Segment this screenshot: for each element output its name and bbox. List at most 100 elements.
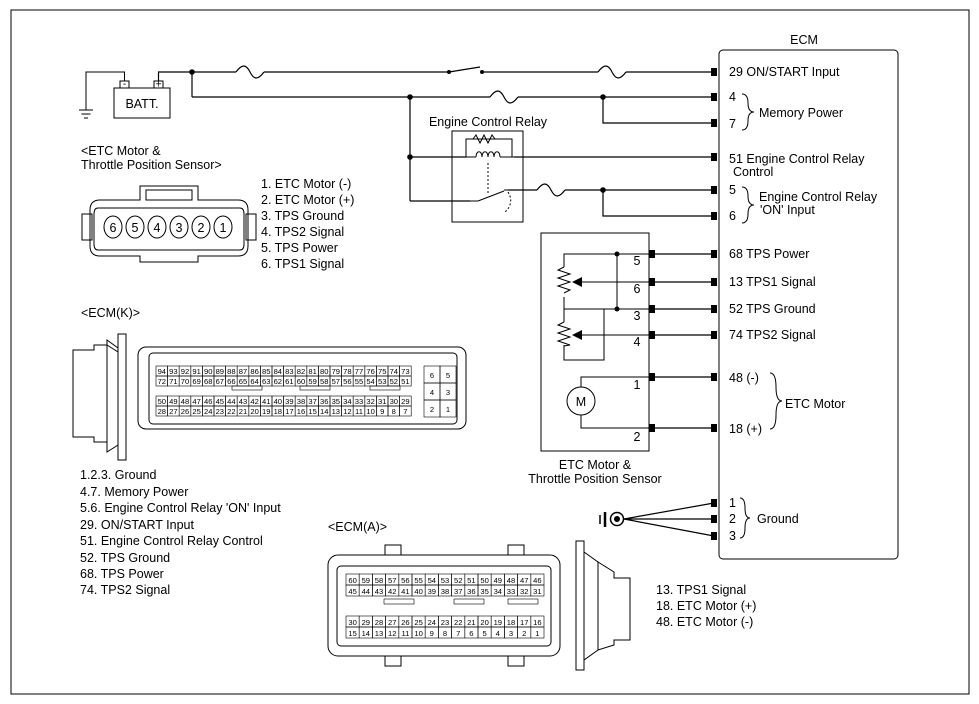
brace-icon [741, 93, 755, 131]
motor-symbol: M [576, 395, 586, 409]
ecm-k-pin-label: 13 [332, 407, 340, 416]
ecm-k-pin-label: 42 [250, 397, 258, 406]
etc-connector-view: <ETC Motor & Throttle Position Sensor> 6… [81, 144, 354, 271]
pin-13-tps1-signal: 13 TPS1 Signal [729, 275, 816, 289]
ecm-k-pin-label: 48 [181, 397, 189, 406]
ecm-k-legend-2: 4.7. Memory Power [80, 485, 188, 499]
ecm-a-pin-label: 57 [388, 576, 396, 585]
ecm-a-pin-label: 41 [401, 587, 409, 596]
ecm-k-pin-label: 91 [192, 367, 200, 376]
ecm-k-pin-label: 21 [239, 407, 247, 416]
ecm-k-side-pin-label: 3 [446, 388, 450, 397]
relay-label: Engine Control Relay [429, 115, 548, 129]
ecm-a-pin-label: 45 [348, 587, 356, 596]
ecm-k-pin-label: 78 [343, 367, 351, 376]
ecm-a-legend-1: 13. TPS1 Signal [656, 583, 746, 597]
ecm-k-pin-label: 23 [216, 407, 224, 416]
ecm-a-pin-label: 38 [441, 587, 449, 596]
ecm-k-pin-label: 36 [320, 397, 328, 406]
ecm-k-pin-label: 94 [158, 367, 166, 376]
pin-5: 5 [729, 183, 736, 197]
ecm-k-pin-label: 64 [250, 377, 258, 386]
ecm-k-pin-label: 46 [204, 397, 212, 406]
ecm-a-pin-label: 32 [520, 587, 528, 596]
ecm-k-pin-label: 81 [308, 367, 316, 376]
ecm-a-pin-label: 51 [467, 576, 475, 585]
ecm-k-pin-label: 7 [403, 407, 407, 416]
ecm-k-pin-label: 15 [308, 407, 316, 416]
ecm-a-pin-label: 28 [375, 618, 383, 627]
pin-68-tps-power: 68 TPS Power [729, 247, 809, 261]
ecm-a-pin-label: 35 [480, 587, 488, 596]
ecm-k-pin-cell [399, 405, 412, 417]
battery-minus-sign: - [123, 79, 126, 90]
ecm-k-pin-label: 57 [332, 377, 340, 386]
ecm-a-pin-label: 36 [467, 587, 475, 596]
ecm-k-pin-label: 67 [216, 377, 224, 386]
ecm-k-pin-label: 43 [239, 397, 247, 406]
ecm-k-pin-label: 14 [320, 407, 328, 416]
sensor-pin-6: 6 [634, 282, 641, 296]
ecm-k-pin-label: 82 [297, 367, 305, 376]
ecm-a-pin-label: 58 [375, 576, 383, 585]
pin-51-relay-control-line2: Control [733, 165, 773, 179]
ecm-k-pin-label: 79 [332, 367, 340, 376]
ecm-k-pin-label: 89 [216, 367, 224, 376]
ecm-k-pin-label: 72 [158, 377, 166, 386]
wires [191, 65, 715, 537]
ecm-k-pin-label: 85 [262, 367, 270, 376]
ecm-k-pin-label: 50 [158, 397, 166, 406]
ecm-a-pin-label: 5 [482, 629, 486, 638]
ecm-a-pin-label: 37 [454, 587, 462, 596]
pin-18-etc-plus: 18 (+) [729, 422, 762, 436]
etc-legend-4: 4. TPS2 Signal [261, 225, 344, 239]
etc-pin-3: 3 [176, 221, 183, 235]
ecm-a-pin-label: 30 [348, 618, 356, 627]
ecm-k-key-slot [231, 385, 263, 391]
ecm-a-pin-label: 7 [456, 629, 460, 638]
ground-label: Ground [757, 512, 799, 526]
ecm-a-pin-label: 3 [509, 629, 513, 638]
ecm-a-pin-label: 1 [535, 629, 539, 638]
ecm-k-pin-label: 58 [320, 377, 328, 386]
ecm-a-pin-label: 48 [507, 576, 515, 585]
ecm-k-pin-label: 9 [380, 407, 384, 416]
ecm-title: ECM [790, 33, 818, 47]
ecm-k-pin-label: 66 [227, 377, 235, 386]
fuse-icon [489, 90, 519, 104]
ecm-k-pin-label: 83 [285, 367, 293, 376]
ecm-a-pin-label: 10 [414, 629, 422, 638]
ecm-k-pin-label: 87 [239, 367, 247, 376]
etc-connector-title: <ETC Motor & [81, 144, 161, 158]
ecm-a-pin-cell [530, 626, 545, 639]
etc-connector-title-line2: Throttle Position Sensor> [81, 158, 222, 172]
battery-label: BATT. [125, 97, 158, 111]
ecm-a-pin-label: 55 [414, 576, 422, 585]
ecm-a-pin-label: 2 [522, 629, 526, 638]
ecm-k-legend-8: 74. TPS2 Signal [80, 583, 170, 597]
etc-motor-tps-unit: 5 6 3 4 1 2 M ETC Motor & Throttle Posit… [528, 232, 662, 486]
ecm-a-pin-label: 16 [533, 618, 541, 627]
ecm-k-pin-label: 40 [274, 397, 282, 406]
diagram-frame [10, 9, 970, 695]
memory-power-label: Memory Power [759, 106, 843, 120]
ecm-k-pin-label: 45 [216, 397, 224, 406]
ecm-k-pin-label: 10 [366, 407, 374, 416]
ecm-k-pin-label: 35 [332, 397, 340, 406]
ecm-k-pin-label: 86 [250, 367, 258, 376]
ecm-k-pin-label: 51 [401, 377, 409, 386]
ecm-k-pin-label: 60 [297, 377, 305, 386]
ecm-a-pin-label: 44 [362, 587, 370, 596]
ecm-a-pin-label: 20 [480, 618, 488, 627]
ecm-k-pin-label: 53 [378, 377, 386, 386]
ecm-k-pin-label: 37 [308, 397, 316, 406]
ecm-k-legend-4: 29. ON/START Input [80, 518, 194, 532]
ecm-k-pin-label: 30 [390, 397, 398, 406]
ecm-k-pin-label: 41 [262, 397, 270, 406]
etc-legend-6: 6. TPS1 Signal [261, 257, 344, 271]
ecm-k-pin-label: 12 [343, 407, 351, 416]
ecm-k-pin-label: 65 [239, 377, 247, 386]
